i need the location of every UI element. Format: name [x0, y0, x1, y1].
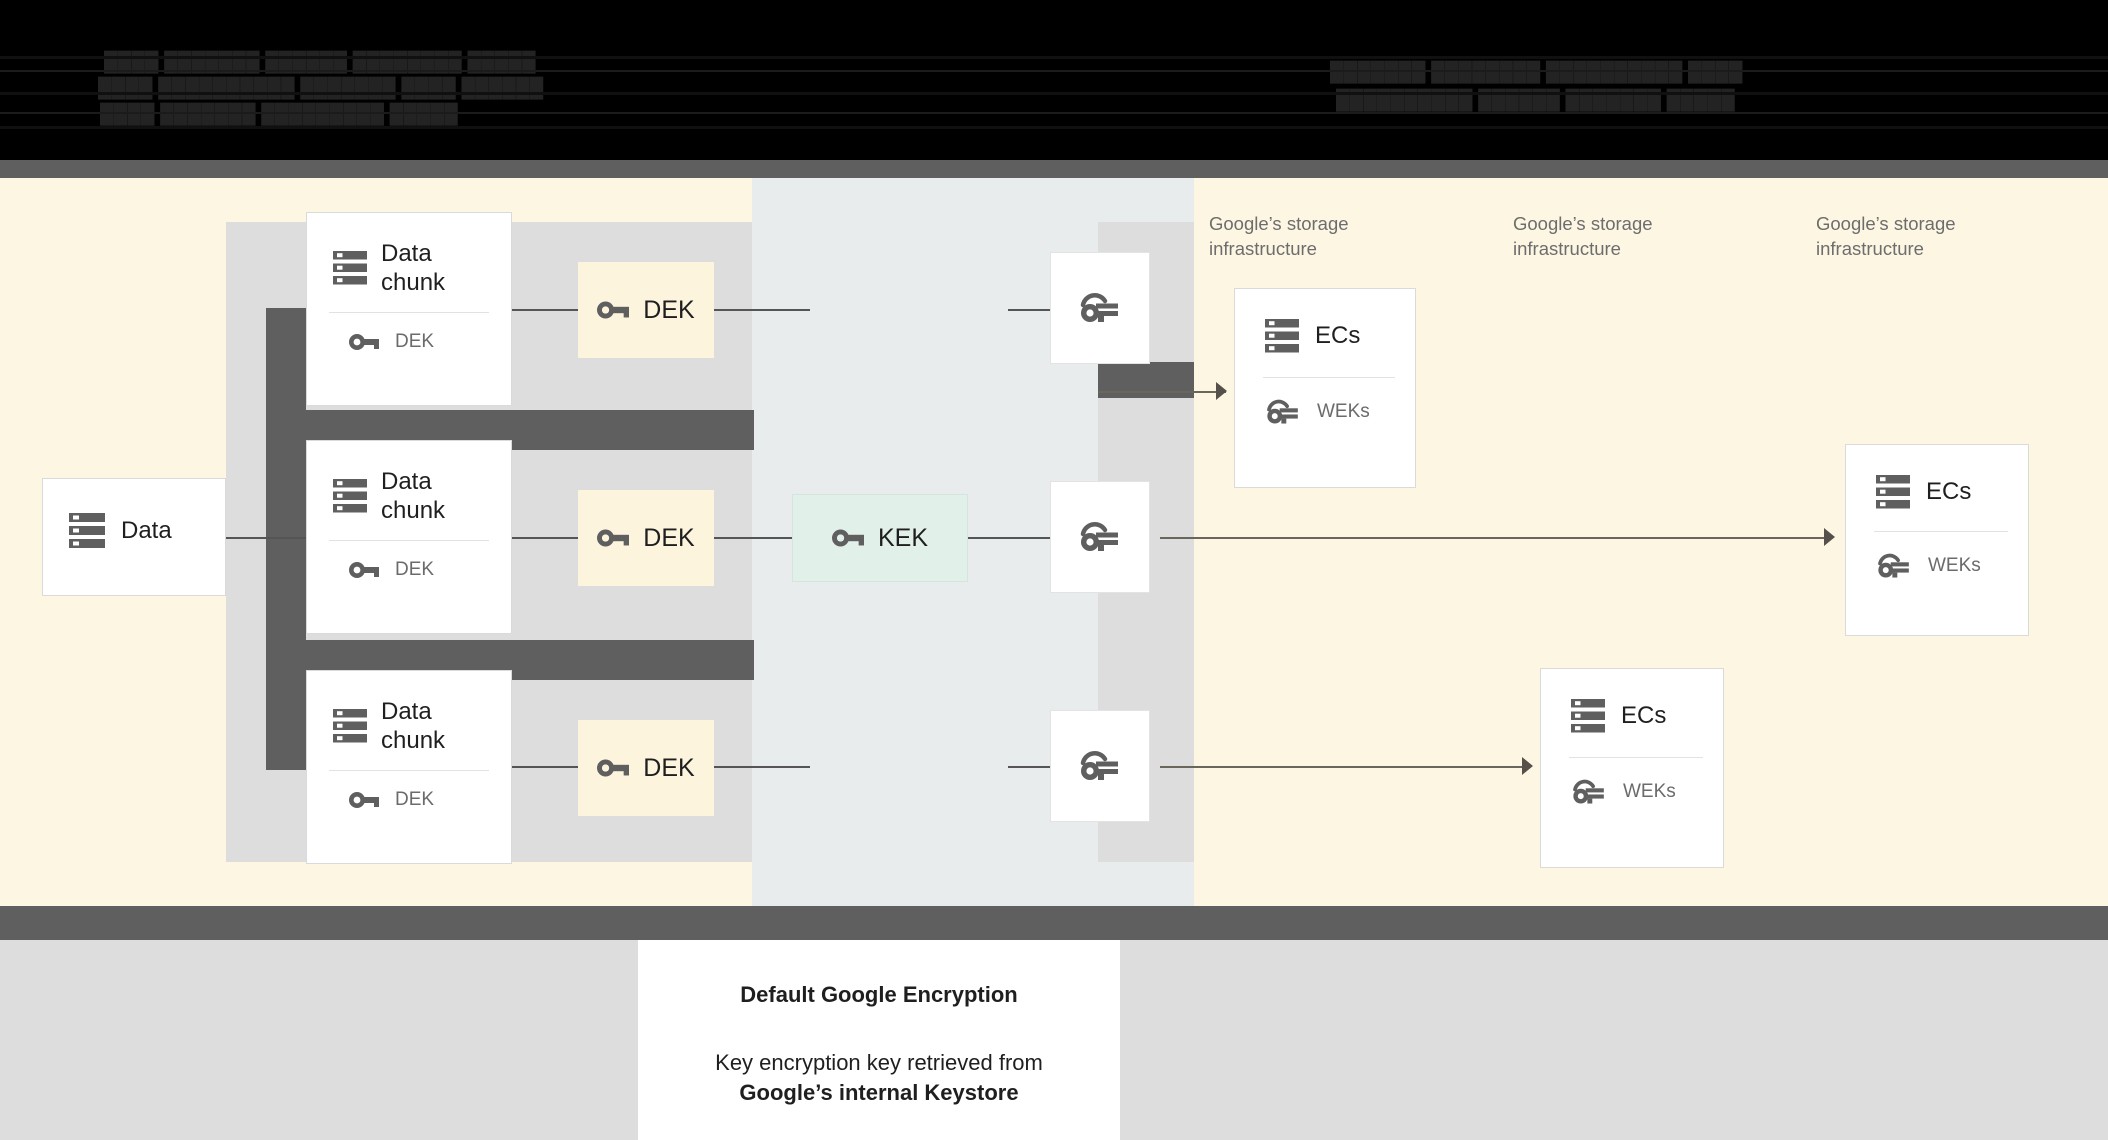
occlusion-bar-footer-2	[878, 906, 2108, 920]
storage-label-1: Google’s storage infrastructure	[1209, 213, 1349, 259]
wrapped-key-icon	[1079, 291, 1121, 325]
kek-box-label: KEK	[877, 523, 929, 552]
connector-chunk3-to-dek	[512, 766, 578, 768]
connector-dek3-out	[714, 766, 810, 768]
wrapped-key-icon	[1265, 398, 1301, 426]
wrapped-key-icon	[1571, 778, 1607, 806]
legend-panel: Default Google Encryption Key encryption…	[638, 940, 1120, 1140]
legend-body-line1: Key encryption key retrieved from	[715, 1050, 1043, 1075]
card-ecs-key-label: WEKs	[1928, 555, 1981, 576]
card-data-chunk-key-label: DEK	[395, 788, 435, 810]
card-ecs-title: ECs	[1926, 478, 1972, 506]
server-icon	[1265, 317, 1299, 355]
legend-title: Default Google Encryption	[740, 982, 1018, 1007]
server-icon	[69, 511, 105, 551]
wrapped-key-icon	[1079, 520, 1121, 554]
connector-kek-to-wrappedkey2	[968, 537, 1050, 539]
dek-box-3[interactable]: DEK	[578, 720, 714, 816]
card-data-chunk-1[interactable]: Data chunk DEK	[306, 212, 512, 406]
connector-dek1-out	[714, 309, 810, 311]
card-data-chunk-title: Data chunk	[381, 240, 446, 297]
key-icon	[597, 527, 630, 549]
connector-chunk1-to-dek	[512, 309, 578, 311]
arrow-head-ec2	[1824, 528, 1835, 546]
arrow-line-ec1	[1098, 391, 1226, 393]
legend-body-line2: Google’s internal Keystore	[739, 1079, 1019, 1105]
key-icon	[597, 757, 630, 779]
header-ghost-line-3: ████ ███████ █████████ █████	[100, 104, 458, 125]
wrapped-key-box-2[interactable]	[1050, 481, 1150, 593]
card-divider	[1263, 377, 1395, 378]
arrow-head-ec1	[1216, 382, 1227, 400]
card-data-chunk-key-label: DEK	[395, 330, 435, 352]
card-divider	[329, 311, 489, 313]
occlusion-bar-vertical	[266, 308, 306, 770]
card-divider	[1874, 531, 2008, 532]
connector-dek2-out	[714, 537, 794, 539]
card-data-chunk-key-label: DEK	[395, 558, 435, 580]
wrapped-key-icon	[1079, 749, 1121, 783]
wrapped-key-icon	[1876, 552, 1912, 580]
card-divider	[1569, 757, 1703, 758]
dek-box-label: DEK	[643, 523, 695, 552]
obscured-header: ████ ███████ ██████ ████████ █████ ████ …	[0, 0, 2108, 160]
card-ecs-key-label: WEKs	[1317, 401, 1370, 422]
connector-to-wrappedkey3	[1008, 766, 1050, 768]
card-ecs-2[interactable]: ECs WEKs	[1845, 444, 2029, 636]
dek-box-label: DEK	[643, 295, 695, 324]
header-ghost-line-5: ██████████ ██████ ███████ █████	[1336, 90, 1735, 111]
key-icon	[349, 790, 379, 810]
key-icon	[597, 299, 630, 321]
card-data-chunk-title: Data chunk	[381, 698, 446, 755]
key-icon	[349, 332, 379, 352]
dek-box-1[interactable]: DEK	[578, 262, 714, 358]
card-ecs-title: ECs	[1315, 322, 1361, 350]
card-ecs-1[interactable]: ECs WEKs	[1234, 288, 1416, 488]
arrow-line-ec2	[1160, 537, 1832, 539]
card-data-source[interactable]: Data	[42, 478, 226, 596]
card-data-chunk-3[interactable]: Data chunk DEK	[306, 670, 512, 864]
card-ecs-title: ECs	[1621, 702, 1667, 730]
header-ghost-line-4: ███████ ████████ ██████████ ████	[1330, 62, 1743, 83]
arrow-line-ec3	[1160, 766, 1530, 768]
card-data-source-title: Data	[121, 517, 172, 545]
server-icon	[1876, 473, 1910, 511]
card-ecs-3[interactable]: ECs WEKs	[1540, 668, 1724, 868]
connector-chunk2-to-dek	[512, 537, 578, 539]
key-icon	[349, 560, 379, 580]
server-icon	[333, 707, 367, 745]
server-icon	[333, 249, 367, 287]
dek-box-label: DEK	[643, 753, 695, 782]
card-ecs-key-label: WEKs	[1623, 781, 1676, 802]
wrapped-key-box-1[interactable]	[1050, 252, 1150, 364]
card-divider	[329, 539, 489, 541]
kek-box[interactable]: KEK	[792, 494, 968, 582]
header-bottom-bar	[0, 160, 2108, 178]
connector-to-wrappedkey1	[1008, 309, 1050, 311]
card-divider	[329, 769, 489, 771]
card-data-chunk-title: Data chunk	[381, 468, 446, 525]
connector-data-to-chunk	[184, 537, 312, 539]
key-icon	[831, 527, 864, 549]
card-data-chunk-2[interactable]: Data chunk DEK	[306, 440, 512, 634]
wrapped-key-box-3[interactable]	[1050, 710, 1150, 822]
storage-label-2: Google’s storage infrastructure	[1513, 213, 1653, 259]
server-icon	[1571, 697, 1605, 735]
dek-box-2[interactable]: DEK	[578, 490, 714, 586]
arrow-head-ec3	[1522, 757, 1533, 775]
server-icon	[333, 477, 367, 515]
header-ghost-line-2: ████ ██████████ ███████ ████ ██████	[98, 78, 544, 99]
storage-label-3: Google’s storage infrastructure	[1816, 213, 1956, 259]
